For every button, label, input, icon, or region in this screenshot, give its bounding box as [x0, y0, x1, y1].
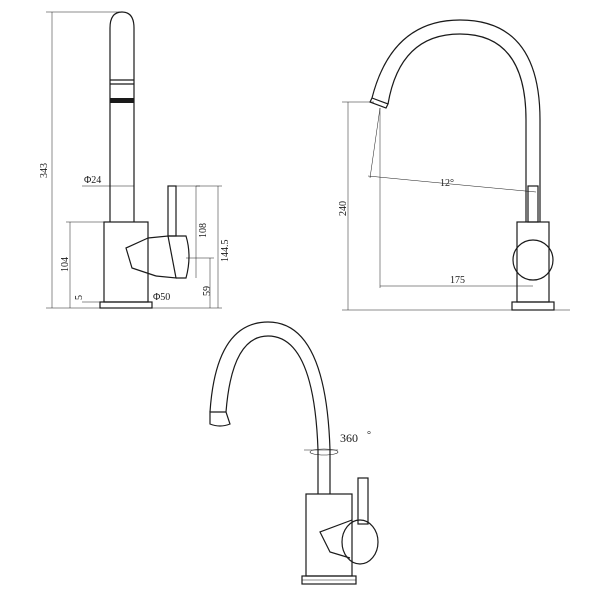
- side-view: 240 175 12°: [338, 19, 570, 311]
- front-body: [103, 221, 149, 303]
- side-body: [516, 221, 550, 303]
- iso-spout-outer: [209, 321, 331, 494]
- iso-rotation-label: 360: [340, 431, 358, 445]
- iso-lever-neck: [319, 519, 353, 559]
- front-view: 343 Φ24 108 144.5 104 59 Φ50 5: [39, 11, 231, 309]
- front-spout-tube: [109, 11, 135, 222]
- front-lever-cap: [168, 235, 190, 279]
- side-spout-outer: [371, 19, 541, 222]
- iso-spout-inner: [225, 335, 319, 494]
- iso-spout-tip: [209, 411, 231, 427]
- side-spout-tip: [369, 97, 389, 109]
- dim-label-5: 5: [74, 295, 85, 300]
- dim-arc-12deg: [367, 175, 537, 193]
- dim-label-175: 175: [450, 275, 465, 286]
- front-lever-joint: [147, 235, 177, 279]
- dim-label-104: 104: [60, 257, 71, 272]
- dim-label-59: 59: [202, 286, 213, 296]
- dim-label-12deg: 12°: [440, 178, 454, 189]
- dim-label-phi50: Φ50: [153, 292, 170, 303]
- side-spout-inner: [387, 33, 527, 222]
- front-lever-neck: [125, 237, 157, 277]
- iso-view: 360 °: [209, 321, 379, 585]
- front-base: [99, 301, 153, 309]
- dim-label-144-5: 144.5: [220, 240, 231, 263]
- iso-body: [305, 493, 353, 577]
- dim-label-343: 343: [39, 163, 50, 178]
- side-lever-stem: [527, 185, 539, 223]
- front-lever-stem: [167, 185, 177, 237]
- dim-tilt-ray: [369, 107, 381, 179]
- iso-rotation-unit: °: [367, 430, 371, 441]
- dim-label-240: 240: [338, 201, 349, 216]
- iso-lever-stem: [357, 477, 369, 525]
- side-lever-cap: [512, 239, 554, 281]
- iso-rotation-ring: [309, 448, 339, 456]
- side-base: [511, 301, 555, 311]
- dim-label-108: 108: [198, 223, 209, 238]
- dim-label-phi24: Φ24: [84, 175, 101, 186]
- iso-lever-cap: [341, 519, 379, 565]
- front-aerator-outlet: [110, 98, 134, 103]
